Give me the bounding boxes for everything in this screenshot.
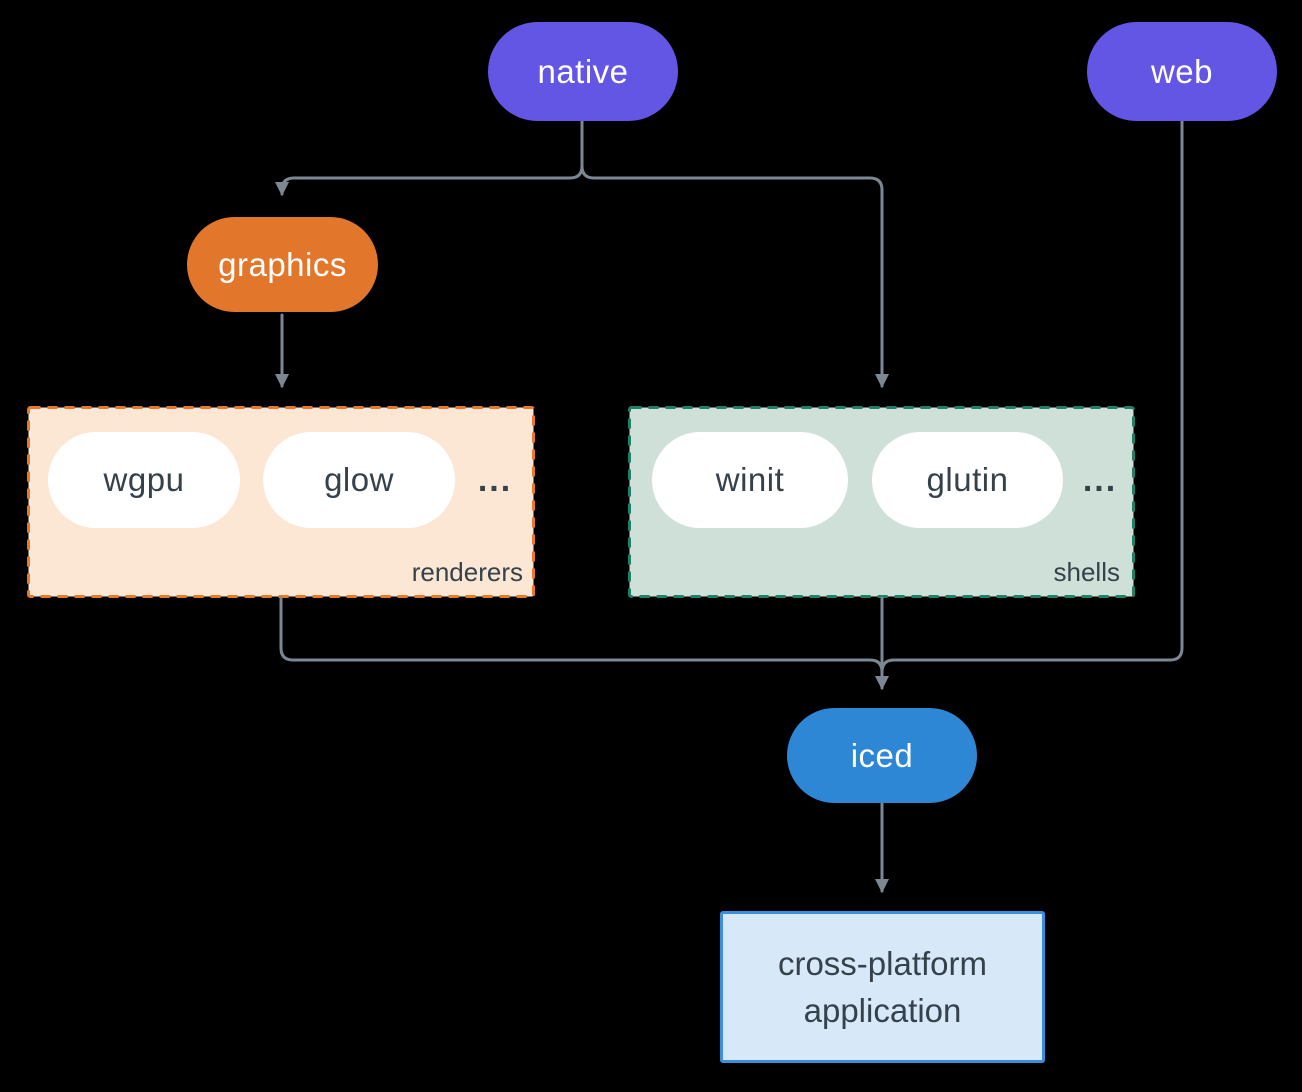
app-label-line1: cross-platform (777, 945, 988, 982)
renderers-group-label: renderers (411, 557, 523, 587)
node-graphics: graphics (187, 217, 378, 312)
shells-group-label: shells (1053, 557, 1120, 587)
app-label-line2: application (803, 992, 962, 1029)
node-iced: iced (787, 708, 977, 803)
node-winit: winit (652, 432, 848, 528)
node-web: web (1087, 22, 1277, 121)
edge-native-to-shells (580, 119, 889, 388)
renderers-ellipsis: ... (477, 460, 513, 499)
node-glow: glow (263, 432, 455, 528)
edge-renderers-to-merge (279, 596, 884, 674)
node-glutin: glutin (872, 432, 1063, 528)
node-cross-platform-application: cross-platform application (720, 911, 1045, 1063)
node-native: native (488, 22, 678, 121)
node-wgpu: wgpu (48, 432, 240, 528)
shells-ellipsis: ... (1082, 460, 1118, 499)
edge-native-to-graphics (275, 119, 584, 196)
